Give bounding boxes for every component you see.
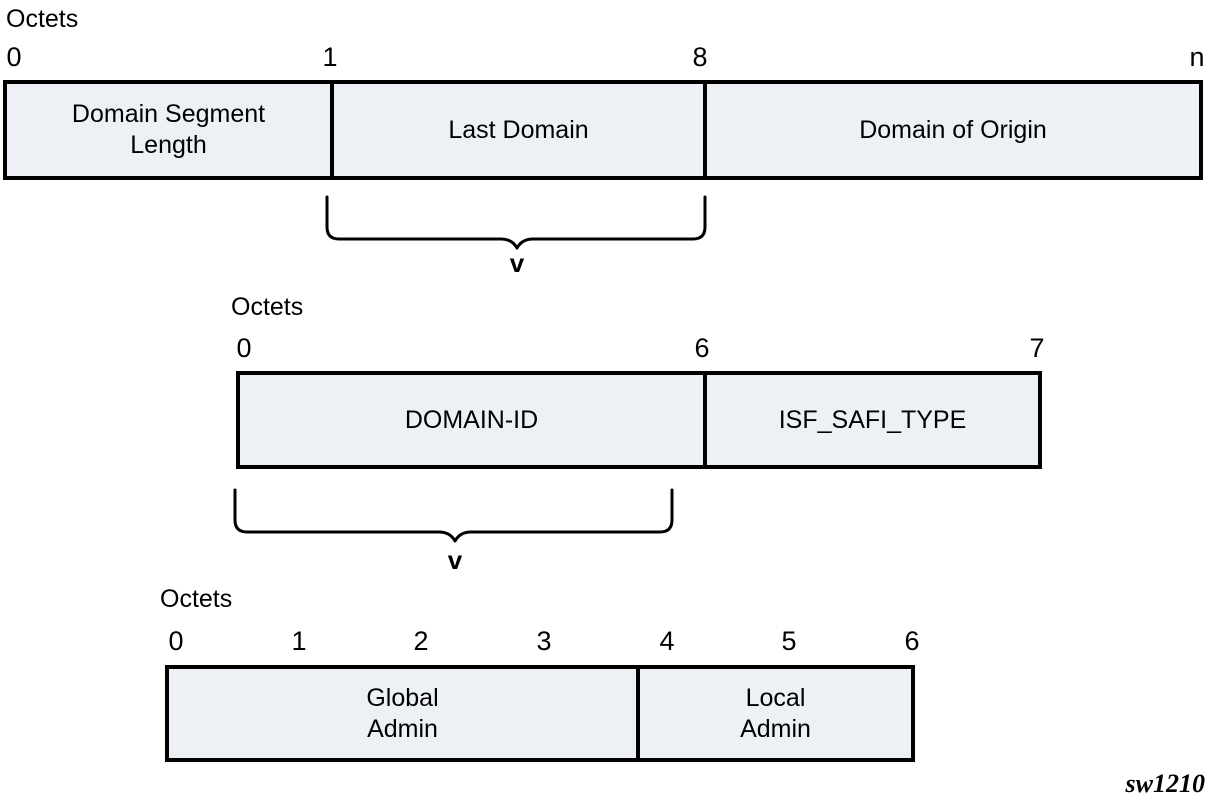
expansion-arrow-2: v — [447, 545, 463, 575]
row3-field-box: Global Admin Local Admin — [165, 665, 915, 762]
field-label-line: Global — [366, 683, 439, 712]
field-label-line: Admin — [367, 714, 438, 743]
tick-row1-1: 1 — [322, 42, 338, 72]
octets-label-row1: Octets — [6, 5, 79, 33]
field-label-line: Local — [745, 683, 806, 712]
field-domain-segment-length: Domain Segment Length — [7, 84, 330, 176]
field-label-line: DOMAIN-ID — [404, 405, 539, 434]
field-label-line: ISF_SAFI_TYPE — [778, 405, 967, 434]
field-global-admin: Global Admin — [169, 669, 636, 758]
figure-id-label: sw1210 — [1125, 769, 1205, 798]
field-local-admin: Local Admin — [636, 669, 911, 758]
tick-row2-6: 6 — [694, 333, 710, 363]
field-last-domain: Last Domain — [330, 84, 703, 176]
tick-row3-5: 5 — [781, 626, 797, 656]
octets-label-row3: Octets — [160, 585, 233, 613]
octets-label-row2: Octets — [231, 293, 304, 321]
tick-row1-0: 0 — [6, 42, 22, 72]
tick-row3-6: 6 — [904, 626, 920, 656]
field-domain-id: DOMAIN-ID — [240, 375, 703, 465]
field-domain-of-origin: Domain of Origin — [703, 84, 1199, 176]
tick-row1-n: n — [1189, 42, 1205, 72]
field-isf-safi-type: ISF_SAFI_TYPE — [703, 375, 1038, 465]
expansion-arrow-1: v — [509, 248, 525, 278]
field-label-line: Length — [130, 131, 207, 159]
tick-row2-7: 7 — [1029, 333, 1045, 363]
tick-row1-8: 8 — [692, 42, 708, 72]
tick-row3-2: 2 — [413, 626, 429, 656]
field-label-line: Admin — [740, 714, 811, 743]
tick-row2-0: 0 — [236, 333, 252, 363]
tick-row3-0: 0 — [168, 626, 184, 656]
domain-id-underbrace — [233, 488, 674, 543]
field-label-line: Domain of Origin — [859, 115, 1047, 144]
tick-row3-1: 1 — [291, 626, 307, 656]
field-label-line: Last Domain — [448, 115, 589, 144]
tick-row3-4: 4 — [659, 626, 675, 656]
field-label-line: Domain Segment — [71, 100, 266, 128]
tick-row3-3: 3 — [536, 626, 552, 656]
row2-field-box: DOMAIN-ID ISF_SAFI_TYPE — [236, 371, 1042, 469]
last-domain-underbrace — [325, 195, 707, 250]
row1-field-box: Domain Segment Length Last Domain Domain… — [3, 80, 1203, 180]
